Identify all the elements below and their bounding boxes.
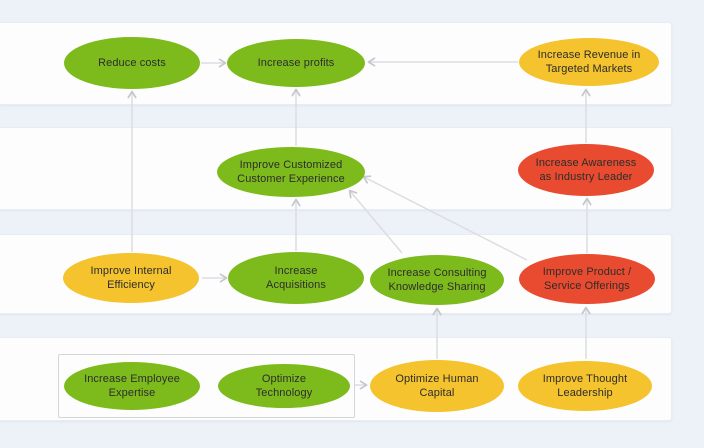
node-label-line: Technology [255,387,313,399]
node-label-line: Service Offerings [544,280,630,292]
node-label-line: Efficiency [107,279,155,291]
node-label-line: Targeted Markets [545,63,633,75]
node-label-line: Leadership [557,387,613,399]
node-label: Reduce costs [98,56,166,70]
node-label-line: Increase Consulting [387,267,487,279]
node-increase-awareness-industry-leader[interactable]: Increase Awareness as Industry Leader [518,144,654,196]
node-label-line: Improve Internal [90,265,172,277]
node-label-line: Improve Product / [542,266,632,278]
node-label-line: Expertise [108,387,156,399]
node-label: Improve Product / Service Offerings [543,265,632,293]
node-label: Increase Revenue in Targeted Markets [538,48,641,76]
node-label-line: Increase Employee [84,373,180,385]
node-label-line: Knowledge Sharing [388,281,486,293]
node-label-line: Optimize [261,373,307,385]
node-label-line: Reduce costs [98,57,166,69]
group-box-employee-technology-group [58,354,355,418]
node-label-line: Increase [274,265,318,277]
node-label-line: Improve Thought [542,373,628,385]
node-label-line: Increase profits [257,57,335,69]
node-label-line: Capital [419,387,455,399]
node-label: Increase profits [258,56,335,70]
node-label-line: Increase Revenue in [537,49,641,61]
node-label-line: Acquisitions [266,279,326,291]
node-increase-profits[interactable]: Increase profits [227,39,365,87]
node-label-line: as Industry Leader [539,171,633,183]
node-improve-product-service-offerings[interactable]: Improve Product / Service Offerings [519,254,655,304]
edge-improve-product-service-offerings--improve-customized-customer-experience [362,175,528,261]
node-increase-revenue-targeted-markets[interactable]: Increase Revenue in Targeted Markets [519,38,659,86]
node-label-line: Increase Awareness [535,157,637,169]
node-label-line: Improve Customized [239,159,343,171]
node-label-line: Optimize Human [395,373,479,385]
node-label: Increase Awareness as Industry Leader [536,156,637,184]
edge-increase-consulting-knowledge-sharing--improve-customized-customer-experience [348,189,403,254]
node-label-line: Customer Experience [237,173,345,185]
node-reduce-costs[interactable]: Reduce costs [64,37,200,89]
